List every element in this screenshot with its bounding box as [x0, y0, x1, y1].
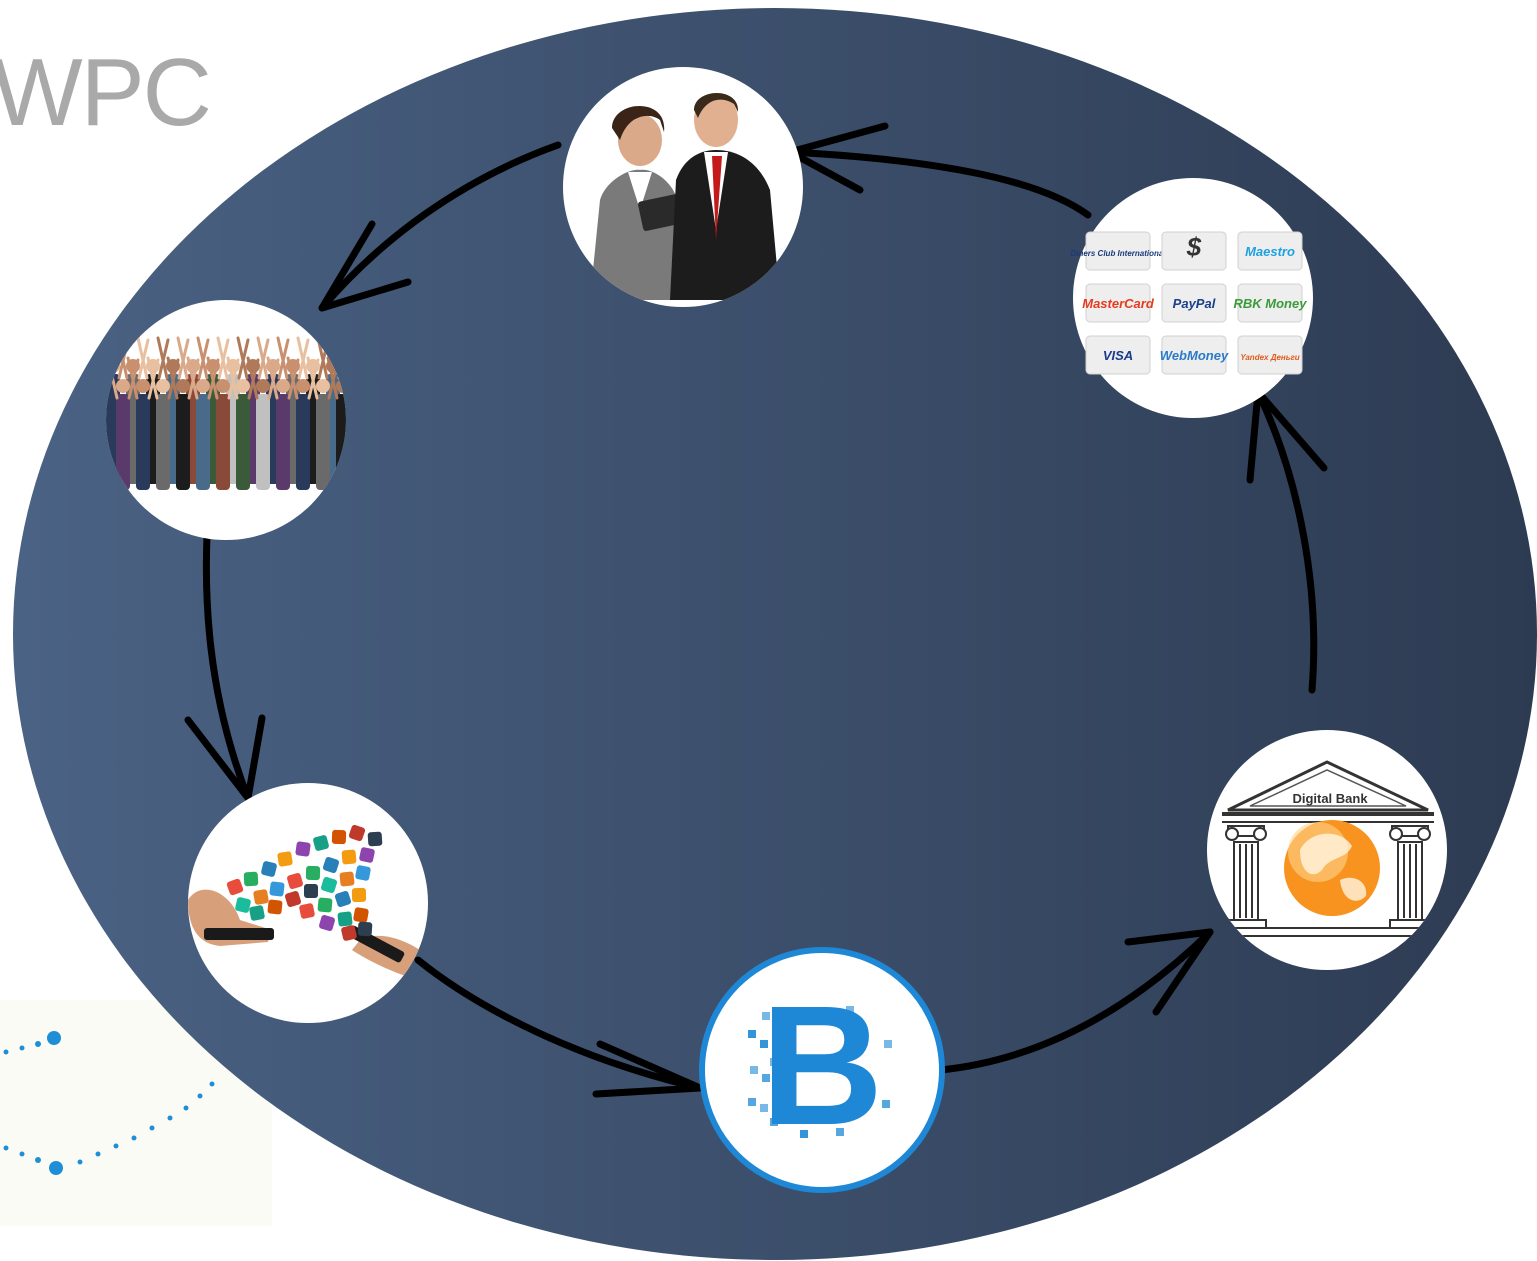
digital-bank-icon: Digital Bank: [1221, 760, 1435, 937]
person-figure: [206, 356, 240, 490]
app-tile-icon: [277, 851, 293, 867]
crowd-people-icon: [106, 336, 346, 490]
arrow-blockchain-to-bank: [936, 928, 1214, 1074]
app-tile-icon: [269, 881, 285, 897]
payment-method-badge: Diners Club International: [1070, 231, 1166, 271]
blockchain-letter: B: [761, 971, 884, 1161]
app-tile-icon: [253, 889, 269, 905]
app-tile-icon: [334, 890, 352, 908]
node-crowd: [106, 300, 346, 540]
payment-method-badge: Maestro: [1237, 231, 1303, 271]
payment-method-label: Yandex Деньги: [1240, 353, 1299, 362]
payment-method-label: VISA: [1103, 348, 1133, 363]
arrow-bank-to-payments: [1254, 388, 1318, 694]
app-tile-icon: [322, 856, 340, 874]
payment-method-badge: WebMoney: [1160, 335, 1229, 375]
app-tile-icon: [351, 887, 367, 903]
payment-method-badge: MasterCard: [1082, 283, 1155, 323]
node-blockchain: B: [699, 947, 945, 1193]
app-tile-icon: [319, 915, 335, 931]
app-tile-icon: [299, 903, 315, 919]
app-tile-icon: [337, 911, 353, 927]
person-figure: [166, 356, 200, 490]
person-figure: [186, 356, 220, 490]
business-people-icon: [590, 93, 780, 300]
cycle-arrows: [184, 122, 1328, 1098]
app-tile-icon: [304, 884, 318, 898]
arrow-apps-to-blockchain: [414, 956, 704, 1092]
payment-method-label: PayPal: [1173, 296, 1216, 311]
node-business: [563, 67, 803, 307]
app-tile-icon: [367, 831, 383, 847]
node-apps: [188, 783, 428, 1023]
pixel-block: [772, 1024, 780, 1032]
payment-method-label: RBK Money: [1234, 296, 1308, 311]
pixel-block: [882, 1100, 890, 1108]
pixel-block: [772, 1090, 780, 1098]
app-tile-icon: [235, 897, 251, 913]
pixel-block: [762, 1074, 770, 1082]
app-tile-icon: [359, 847, 375, 863]
payment-methods-icon: Diners Club International $ MaestroMasterC…: [1070, 231, 1308, 375]
app-tile-icon: [348, 824, 366, 842]
payment-method-label: Maestro: [1245, 244, 1295, 259]
app-tile-icon: [339, 871, 355, 887]
app-tile-icon: [355, 865, 371, 881]
payment-method-badge: Yandex Деньги: [1237, 335, 1303, 375]
app-tile-icon: [267, 899, 283, 915]
bank-label: Digital Bank: [1292, 791, 1368, 806]
node-payments: Diners Club International $ MaestroMasterC…: [1070, 178, 1313, 418]
payment-method-label: WebMoney: [1160, 348, 1229, 363]
app-tile-icon: [353, 907, 369, 923]
pixel-block: [800, 1130, 808, 1138]
pixel-block: [884, 1040, 892, 1048]
arrow-business-to-crowd: [318, 141, 562, 312]
app-tile-icon: [295, 841, 311, 857]
app-tile-icon: [243, 871, 259, 887]
payment-method-label: Diners Club International: [1070, 249, 1166, 258]
arrow-payments-to-business: [786, 148, 1092, 219]
pixel-block: [748, 1030, 756, 1038]
person-figure: [106, 356, 140, 490]
pixel-block: [762, 1012, 770, 1020]
app-tile-icon: [331, 829, 347, 845]
pixel-block: [760, 1104, 768, 1112]
app-tile-icon: [261, 861, 277, 877]
payment-method-label: MasterCard: [1082, 296, 1155, 311]
pixel-block: [784, 1008, 792, 1016]
pixel-block: [770, 1058, 778, 1066]
dotted-curve-icon: [3, 1031, 215, 1175]
app-tile-icon: [341, 849, 357, 865]
pixel-block: [770, 1118, 778, 1126]
pixel-block: [836, 1128, 844, 1136]
payment-method-label: $: [1186, 232, 1202, 262]
payment-method-badge: VISA: [1085, 335, 1151, 375]
pixel-block: [846, 1006, 854, 1014]
payment-method-badge: RBK Money: [1234, 283, 1308, 323]
app-tile-icon: [305, 865, 321, 881]
pixel-block: [760, 1040, 768, 1048]
app-tile-icon: [249, 905, 265, 921]
app-tile-icon: [321, 877, 337, 893]
app-tile-icon: [287, 873, 303, 889]
payment-method-badge: $: [1161, 231, 1227, 271]
blockchain-logo-icon: B: [748, 971, 892, 1161]
payment-method-badge: PayPal: [1161, 283, 1227, 323]
page-title: WPC: [0, 39, 212, 146]
app-tile-icon: [226, 878, 244, 896]
app-tile-icon: [357, 921, 373, 937]
app-tile-icon: [341, 925, 357, 941]
app-tile-icon: [285, 891, 301, 907]
node-bank: Digital Bank: [1207, 730, 1447, 970]
mobile-apps-icon: [188, 824, 420, 980]
app-tile-icon: [317, 897, 333, 913]
app-tile-icon: [313, 835, 329, 851]
pixel-block: [748, 1098, 756, 1106]
pixel-block: [750, 1066, 758, 1074]
